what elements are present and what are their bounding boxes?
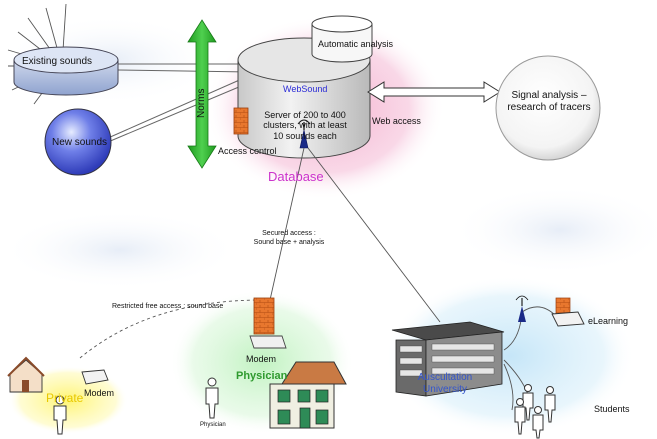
students-label: Students: [594, 404, 630, 414]
background-cloud: [450, 185, 657, 275]
private-modem-label: Modem: [84, 388, 115, 398]
secured-access-label-line1: Secured access :: [262, 230, 316, 237]
database-label: Database: [268, 169, 324, 184]
existing-sounds-cylinder: [13, 46, 119, 96]
server-description-label: Server of 200 to 400 clusters, with at l…: [263, 110, 347, 141]
signal-analysis-label: Signal analysis – research of tracers: [507, 90, 591, 113]
private-house-icon: [7, 356, 45, 393]
students-icon: [514, 384, 556, 439]
websound-label: WebSound: [283, 84, 328, 94]
automatic-analysis-cylinder: [311, 15, 373, 63]
source-links: [107, 63, 251, 143]
physician-house-icon: [269, 361, 347, 429]
web-access-label: Web access: [372, 116, 421, 126]
university-label: University: [423, 384, 467, 395]
private-label: Private: [46, 391, 84, 405]
norms-label: Norms: [196, 88, 207, 118]
physician-modem-icon: [249, 335, 287, 349]
new-sounds-label: New sounds: [52, 137, 108, 148]
physician-modem-label: Modem: [246, 354, 277, 364]
access-links: [79, 147, 441, 359]
university-antenna-icon: [515, 295, 529, 322]
firewall-icon: [233, 107, 249, 135]
physician-person-label: Physician: [200, 422, 226, 428]
elearning-firewall-icon: [555, 297, 571, 315]
restricted-access-label: Restricted free access : sound base: [112, 303, 224, 310]
secured-access-label-line2: Sound base + analysis: [253, 239, 325, 246]
access-control-label: Access control: [218, 146, 277, 156]
signal-analysis-sphere: [495, 55, 601, 161]
elearning-label: eLearning: [588, 316, 629, 326]
physician-firewall-icon: [253, 297, 275, 335]
private-modem-icon: [81, 369, 109, 385]
university-building-icon: [391, 321, 505, 397]
elearning-modem-icon: [551, 311, 585, 327]
private-person-icon: [53, 395, 67, 435]
auscultation-label: Auscultation: [417, 372, 473, 383]
new-sounds-sphere: [44, 108, 112, 176]
background-cloud: [0, 210, 240, 290]
norms-arrow: [187, 19, 217, 169]
existing-sounds-label: Existing sounds: [22, 56, 93, 67]
physician-person-icon: [205, 377, 219, 419]
physician-group-label: Physician: [236, 370, 288, 382]
automatic-analysis-label: Automatic analysis: [318, 39, 394, 49]
